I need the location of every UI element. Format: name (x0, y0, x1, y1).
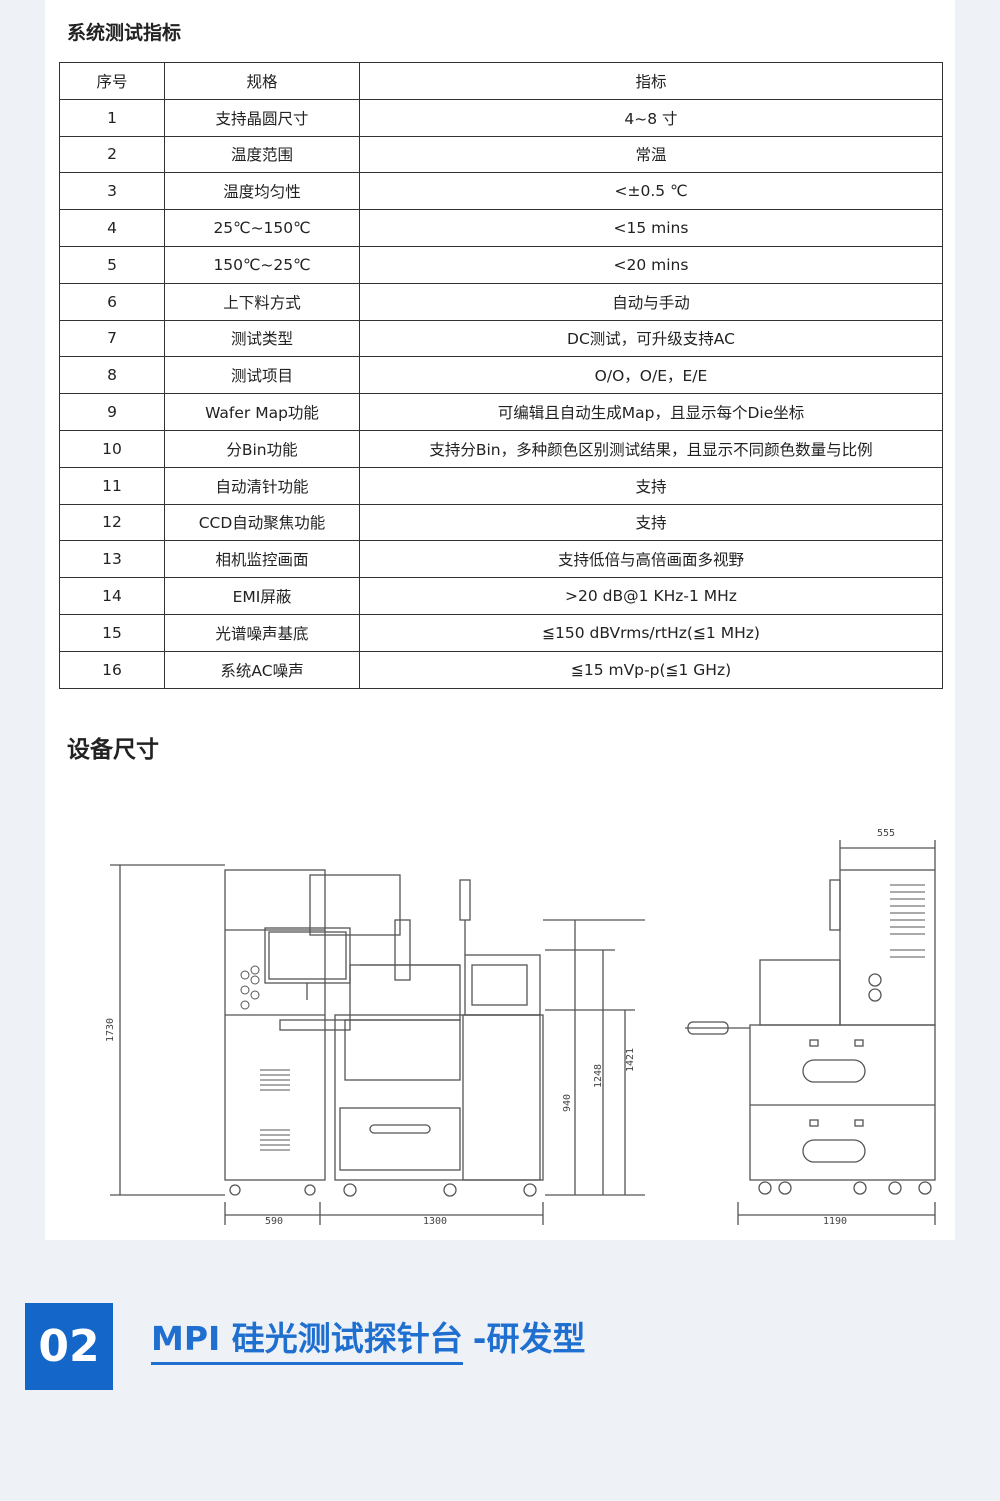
cell-spec: 150℃~25℃ (164, 245, 360, 284)
cell-index: 1 (59, 98, 165, 137)
cell-spec: 系统AC噪声 (164, 650, 360, 689)
cell-spec: 相机监控画面 (164, 540, 360, 579)
cell-spec: 测试项目 (164, 356, 360, 395)
equipment-dimension-drawing: 1730 590 1300 1421 1248 940 1190 555 (105, 828, 936, 1227)
cell-value: <15 mins (359, 209, 943, 247)
cell-index: 2 (59, 135, 165, 174)
cell-value: 常温 (359, 135, 943, 174)
cell-value: DC测试，可升级支持AC (359, 319, 943, 358)
cell-spec: 自动清针功能 (164, 466, 360, 505)
cell-spec: 测试类型 (164, 319, 360, 358)
cell-spec: 光谱噪声基底 (164, 613, 360, 652)
cell-value: 支持 (359, 503, 943, 542)
cell-value: 自动与手动 (359, 282, 943, 321)
cell-index: 16 (59, 650, 165, 689)
cell-index: 14 (59, 577, 165, 615)
header-value: 指标 (359, 62, 943, 100)
dim-height-total: 1730 (105, 1018, 116, 1042)
dim-top-555: 555 (877, 828, 895, 839)
cell-index: 15 (59, 613, 165, 652)
cell-index: 12 (59, 503, 165, 542)
header-spec: 规格 (164, 62, 360, 100)
cell-spec: Wafer Map功能 (164, 393, 360, 431)
cell-index: 9 (59, 393, 165, 431)
cell-index: 7 (59, 319, 165, 358)
cell-spec: 温度均匀性 (164, 172, 360, 211)
dim-depth-1190: 1190 (823, 1216, 847, 1227)
cell-value: 4~8 寸 (359, 98, 943, 137)
section-title: MPI 硅光测试探针台-研发型 (151, 1312, 586, 1365)
cell-spec: 分Bin功能 (164, 429, 360, 468)
cell-value: <20 mins (359, 245, 943, 284)
cell-value: ≦150 dBVrms/rtHz(≦1 MHz) (359, 613, 943, 652)
spec-table-header-row: 序号 规格 指标 (59, 62, 943, 100)
cell-value: ≦15 mVp-p(≦1 GHz) (359, 650, 943, 689)
cell-value: 可编辑且自动生成Map，且显示每个Die坐标 (359, 393, 943, 431)
cell-value: 支持 (359, 466, 943, 505)
cell-value: <±0.5 ℃ (359, 172, 943, 211)
cell-index: 10 (59, 429, 165, 468)
dim-width-left: 590 (265, 1216, 283, 1227)
dim-height-940: 940 (562, 1094, 573, 1112)
section-title-suffix: -研发型 (472, 1319, 586, 1358)
cell-index: 4 (59, 209, 165, 247)
cell-value: 支持分Bin，多种颜色区别测试结果，且显示不同颜色数量与比例 (359, 429, 943, 468)
dim-height-1248: 1248 (593, 1064, 604, 1088)
cell-value: >20 dB@1 KHz-1 MHz (359, 577, 943, 615)
cell-spec: 25℃~150℃ (164, 209, 360, 247)
cell-spec: 温度范围 (164, 135, 360, 174)
section-number-badge: 02 (25, 1303, 113, 1390)
cell-index: 6 (59, 282, 165, 321)
dim-width-main: 1300 (423, 1216, 447, 1227)
cell-index: 5 (59, 245, 165, 284)
cell-spec: EMI屏蔽 (164, 577, 360, 615)
cell-index: 13 (59, 540, 165, 579)
cell-spec: CCD自动聚焦功能 (164, 503, 360, 542)
header-index: 序号 (59, 62, 165, 100)
dim-height-1421: 1421 (625, 1048, 636, 1072)
cell-value: O/O，O/E，E/E (359, 356, 943, 395)
cell-index: 3 (59, 172, 165, 211)
cell-index: 11 (59, 466, 165, 505)
spec-section-title: 系统测试指标 (67, 22, 182, 44)
cell-value: 支持低倍与高倍画面多视野 (359, 540, 943, 579)
cell-index: 8 (59, 356, 165, 395)
cell-spec: 上下料方式 (164, 282, 360, 321)
cell-spec: 支持晶圆尺寸 (164, 98, 360, 137)
dimension-section-title: 设备尺寸 (67, 737, 159, 763)
section-title-main: MPI 硅光测试探针台 (151, 1319, 463, 1365)
